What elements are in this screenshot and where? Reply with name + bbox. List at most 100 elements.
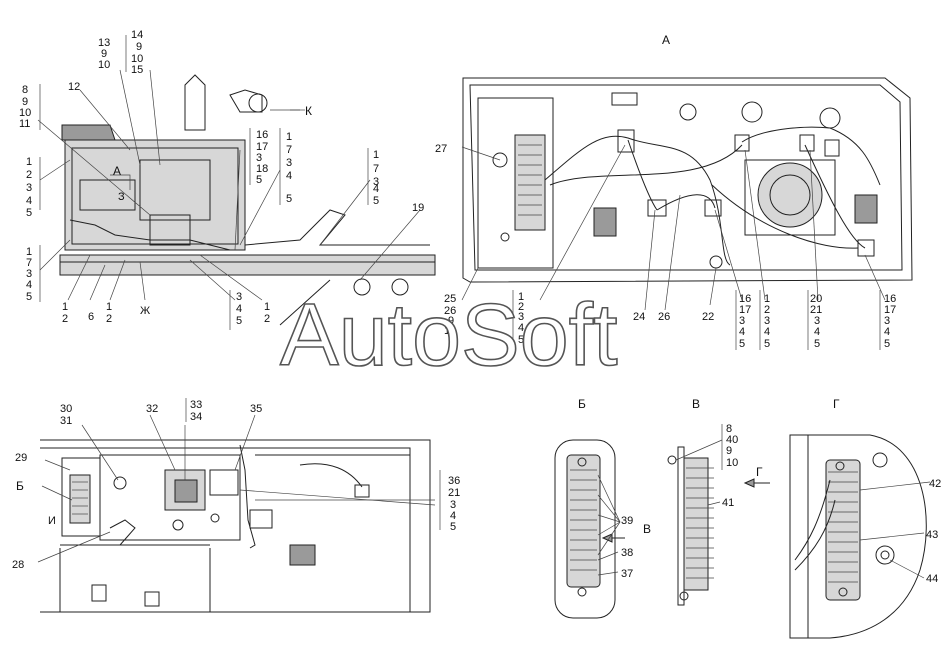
- label-15: 15: [131, 64, 143, 76]
- label-4b: 4: [286, 170, 292, 182]
- label-5d: 5: [373, 195, 379, 207]
- view-b-panel: Б В 39 38 37: [554, 397, 651, 619]
- label-1a: 1: [26, 156, 32, 168]
- label-5b: 5: [256, 174, 262, 186]
- label-4d: 4: [26, 279, 32, 291]
- label-1b: 1: [286, 131, 292, 143]
- bottom-left-panel: [40, 439, 431, 613]
- label-13: 13: [98, 37, 110, 49]
- label-9b: 9: [101, 48, 107, 60]
- view-marker-b-left: Б: [16, 479, 24, 493]
- label-3a: 3: [26, 182, 32, 194]
- view-v-title: В: [692, 397, 700, 411]
- label-4e: 4: [236, 303, 242, 315]
- label-10e: 10: [726, 457, 738, 469]
- label-9c: 9: [136, 41, 142, 53]
- label-4c: 4: [373, 183, 379, 195]
- label-5f: 5: [236, 315, 242, 327]
- label-23: 26: [658, 311, 670, 323]
- label-7c: 7: [26, 257, 32, 269]
- label-27: 27: [435, 143, 447, 155]
- label-5l: 5: [450, 521, 456, 533]
- label-31: 31: [60, 415, 72, 427]
- label-6: 6: [88, 311, 94, 323]
- label-3i: 3: [764, 315, 770, 327]
- label-17c: 17: [884, 304, 896, 316]
- label-2d: 2: [264, 313, 270, 325]
- label-4a: 4: [26, 195, 32, 207]
- label-22: 22: [702, 311, 714, 323]
- label-24: 24: [633, 311, 645, 323]
- view-b-title: Б: [578, 397, 586, 411]
- labels-top-left: 8 9 10 11 12 13 9 10 14 9 10 15 К 1 2 3 …: [19, 29, 424, 330]
- label-3b: 3: [256, 152, 262, 164]
- label-9: 9: [22, 96, 28, 108]
- label-42: 42: [929, 478, 941, 490]
- label-39: 39: [621, 515, 633, 527]
- label-7a: 7: [286, 144, 292, 156]
- label-21a: 21: [810, 304, 822, 316]
- label-43: 43: [926, 529, 938, 541]
- label-19: 19: [412, 202, 424, 214]
- label-20: 20: [810, 293, 822, 305]
- leaders-top-left: [37, 69, 421, 301]
- label-1i: 1: [764, 293, 770, 305]
- label-3l: 3: [450, 499, 456, 511]
- view-a-title: А: [662, 33, 670, 47]
- labels-view-a: 27 25 26 9 10 1 2 3 4 5 24 26 22 16 17 3…: [435, 143, 896, 350]
- label-5c: 5: [286, 193, 292, 205]
- label-1e: 1: [62, 301, 68, 313]
- leaders-view-a: [461, 144, 886, 311]
- label-1c: 1: [373, 149, 379, 161]
- label-14: 14: [131, 29, 143, 41]
- label-1d: 1: [26, 246, 32, 258]
- label-18: 18: [256, 163, 268, 175]
- label-11: 11: [19, 118, 30, 130]
- label-1f: 1: [106, 301, 112, 313]
- label-25: 25: [444, 293, 456, 305]
- label-17a: 17: [256, 141, 268, 153]
- label-4k: 4: [450, 510, 456, 522]
- label-16c: 16: [884, 293, 896, 305]
- view-marker-zh: Ж: [140, 305, 150, 317]
- label-2e: 2: [518, 301, 524, 313]
- label-3k: 3: [884, 315, 890, 327]
- label-5j: 5: [814, 338, 820, 350]
- label-7b: 7: [373, 163, 379, 175]
- label-5h: 5: [739, 338, 745, 350]
- label-4j: 4: [884, 326, 890, 338]
- label-3d: 3: [373, 176, 379, 188]
- label-4h: 4: [764, 326, 770, 338]
- label-5g: 5: [518, 334, 524, 346]
- label-5e: 5: [26, 291, 32, 303]
- label-38: 38: [621, 547, 633, 559]
- label-16b: 16: [739, 293, 751, 305]
- view-g-title: Г: [833, 397, 840, 411]
- label-8: 8: [22, 84, 28, 96]
- view-g-panel: Г 42 43 44: [789, 397, 941, 639]
- label-21b: 21: [448, 487, 460, 499]
- view-a-panel: А: [462, 33, 913, 283]
- label-3h: 3: [739, 315, 745, 327]
- label-3e: 3: [26, 268, 32, 280]
- label-29: 29: [15, 452, 27, 464]
- label-4f: 4: [518, 322, 524, 334]
- label-12: 12: [68, 81, 80, 93]
- view-marker-g-arrow: Г: [756, 465, 763, 479]
- label-2f: 2: [764, 304, 770, 316]
- label-37: 37: [621, 568, 633, 580]
- label-10: 10: [19, 107, 31, 119]
- label-26: 26: [444, 305, 456, 317]
- view-marker-i: И: [48, 515, 56, 527]
- label-10b: 10: [98, 59, 110, 71]
- label-16a: 16: [256, 129, 268, 141]
- label-28a: 28: [12, 559, 24, 571]
- label-17b: 17: [739, 304, 751, 316]
- label-2b: 2: [62, 313, 68, 325]
- label-3g: 3: [518, 311, 524, 323]
- label-4i: 4: [814, 326, 820, 338]
- watermark-text: AutoSoft: [280, 285, 618, 384]
- label-8b: 8: [726, 423, 732, 435]
